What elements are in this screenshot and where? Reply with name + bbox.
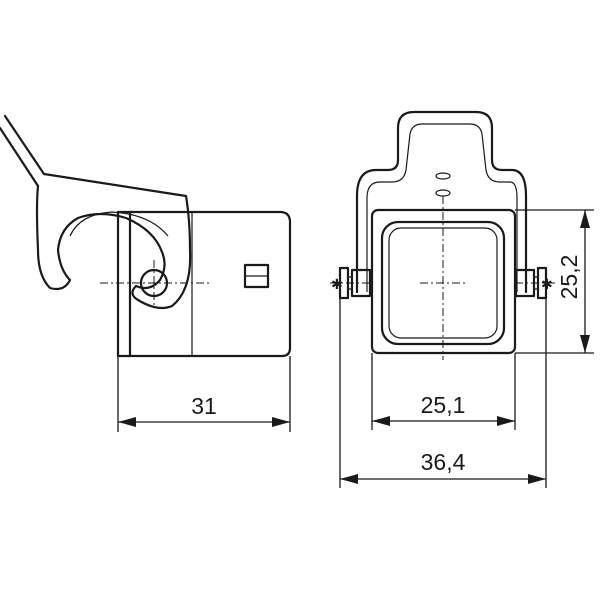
lever-cutout [69, 211, 169, 237]
dim-31-label: 31 [191, 393, 217, 419]
dim-25-2-arrow-top [580, 210, 590, 228]
front-pin-right-head [536, 266, 548, 300]
dim-36-4-label: 36,4 [421, 449, 466, 475]
front-rivet-upper [435, 172, 451, 180]
side-view: 31 [0, 114, 292, 432]
lever-arm-bottom [0, 126, 40, 188]
front-pin-left-mark: ✱ [331, 277, 343, 293]
lever-hook [35, 172, 192, 310]
dim-31-arrow-right [272, 417, 290, 427]
front-pin-right-shaft [514, 268, 536, 298]
front-pin-right-mark: ✱ [541, 277, 553, 293]
front-rivet-lower [435, 189, 451, 197]
dim-25-1-arrow-right [497, 416, 515, 426]
front-pin-left-head [338, 266, 350, 300]
dim-31-arrow-left [118, 417, 136, 427]
front-pin-left-shaft [350, 268, 372, 298]
side-housing-body [116, 210, 292, 358]
front-view: ✱ ✱ 25,2 25,1 36,4 [330, 110, 594, 488]
dim-36-4-arrow-left [340, 474, 358, 484]
lever-arm-top [3, 114, 46, 176]
front-lever-inner [366, 123, 518, 292]
front-lever-outline [355, 110, 528, 294]
dim-25-1-arrow-left [372, 416, 390, 426]
dim-25-2-arrow-bottom [580, 335, 590, 353]
dim-36-4-arrow-right [528, 474, 546, 484]
dim-25-1-label: 25,1 [421, 392, 466, 418]
dim-25-2-label: 25,2 [556, 255, 582, 300]
